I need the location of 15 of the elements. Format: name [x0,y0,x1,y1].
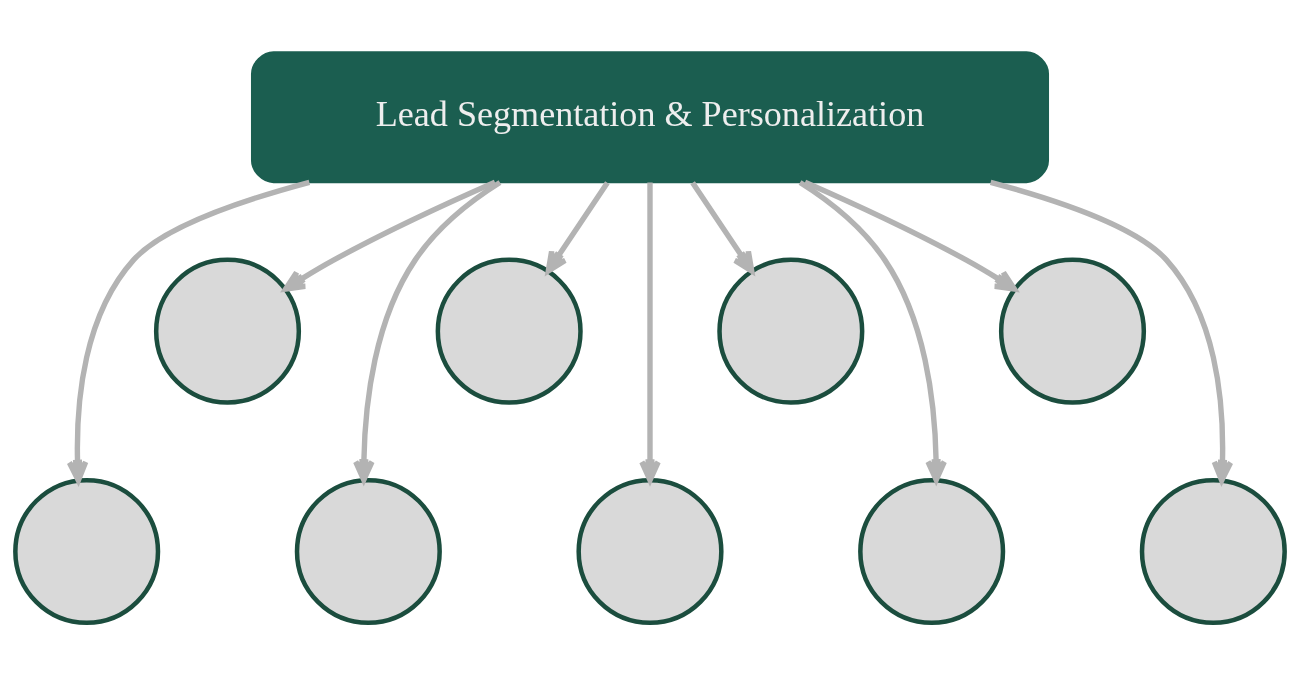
arrow [798,179,947,483]
arrow [282,179,497,292]
arrow [690,180,755,274]
node-box: Lead Segmentation & Personalization [250,50,1050,183]
arrow [545,180,610,274]
node-person [13,477,161,625]
node-person [294,477,442,625]
node-person [858,477,1006,625]
arrow [353,179,502,483]
node-person [717,257,865,405]
arrow [639,182,661,483]
node-person [576,477,724,625]
node-person [1139,477,1287,625]
arrow [803,179,1018,292]
node-person [435,257,583,405]
